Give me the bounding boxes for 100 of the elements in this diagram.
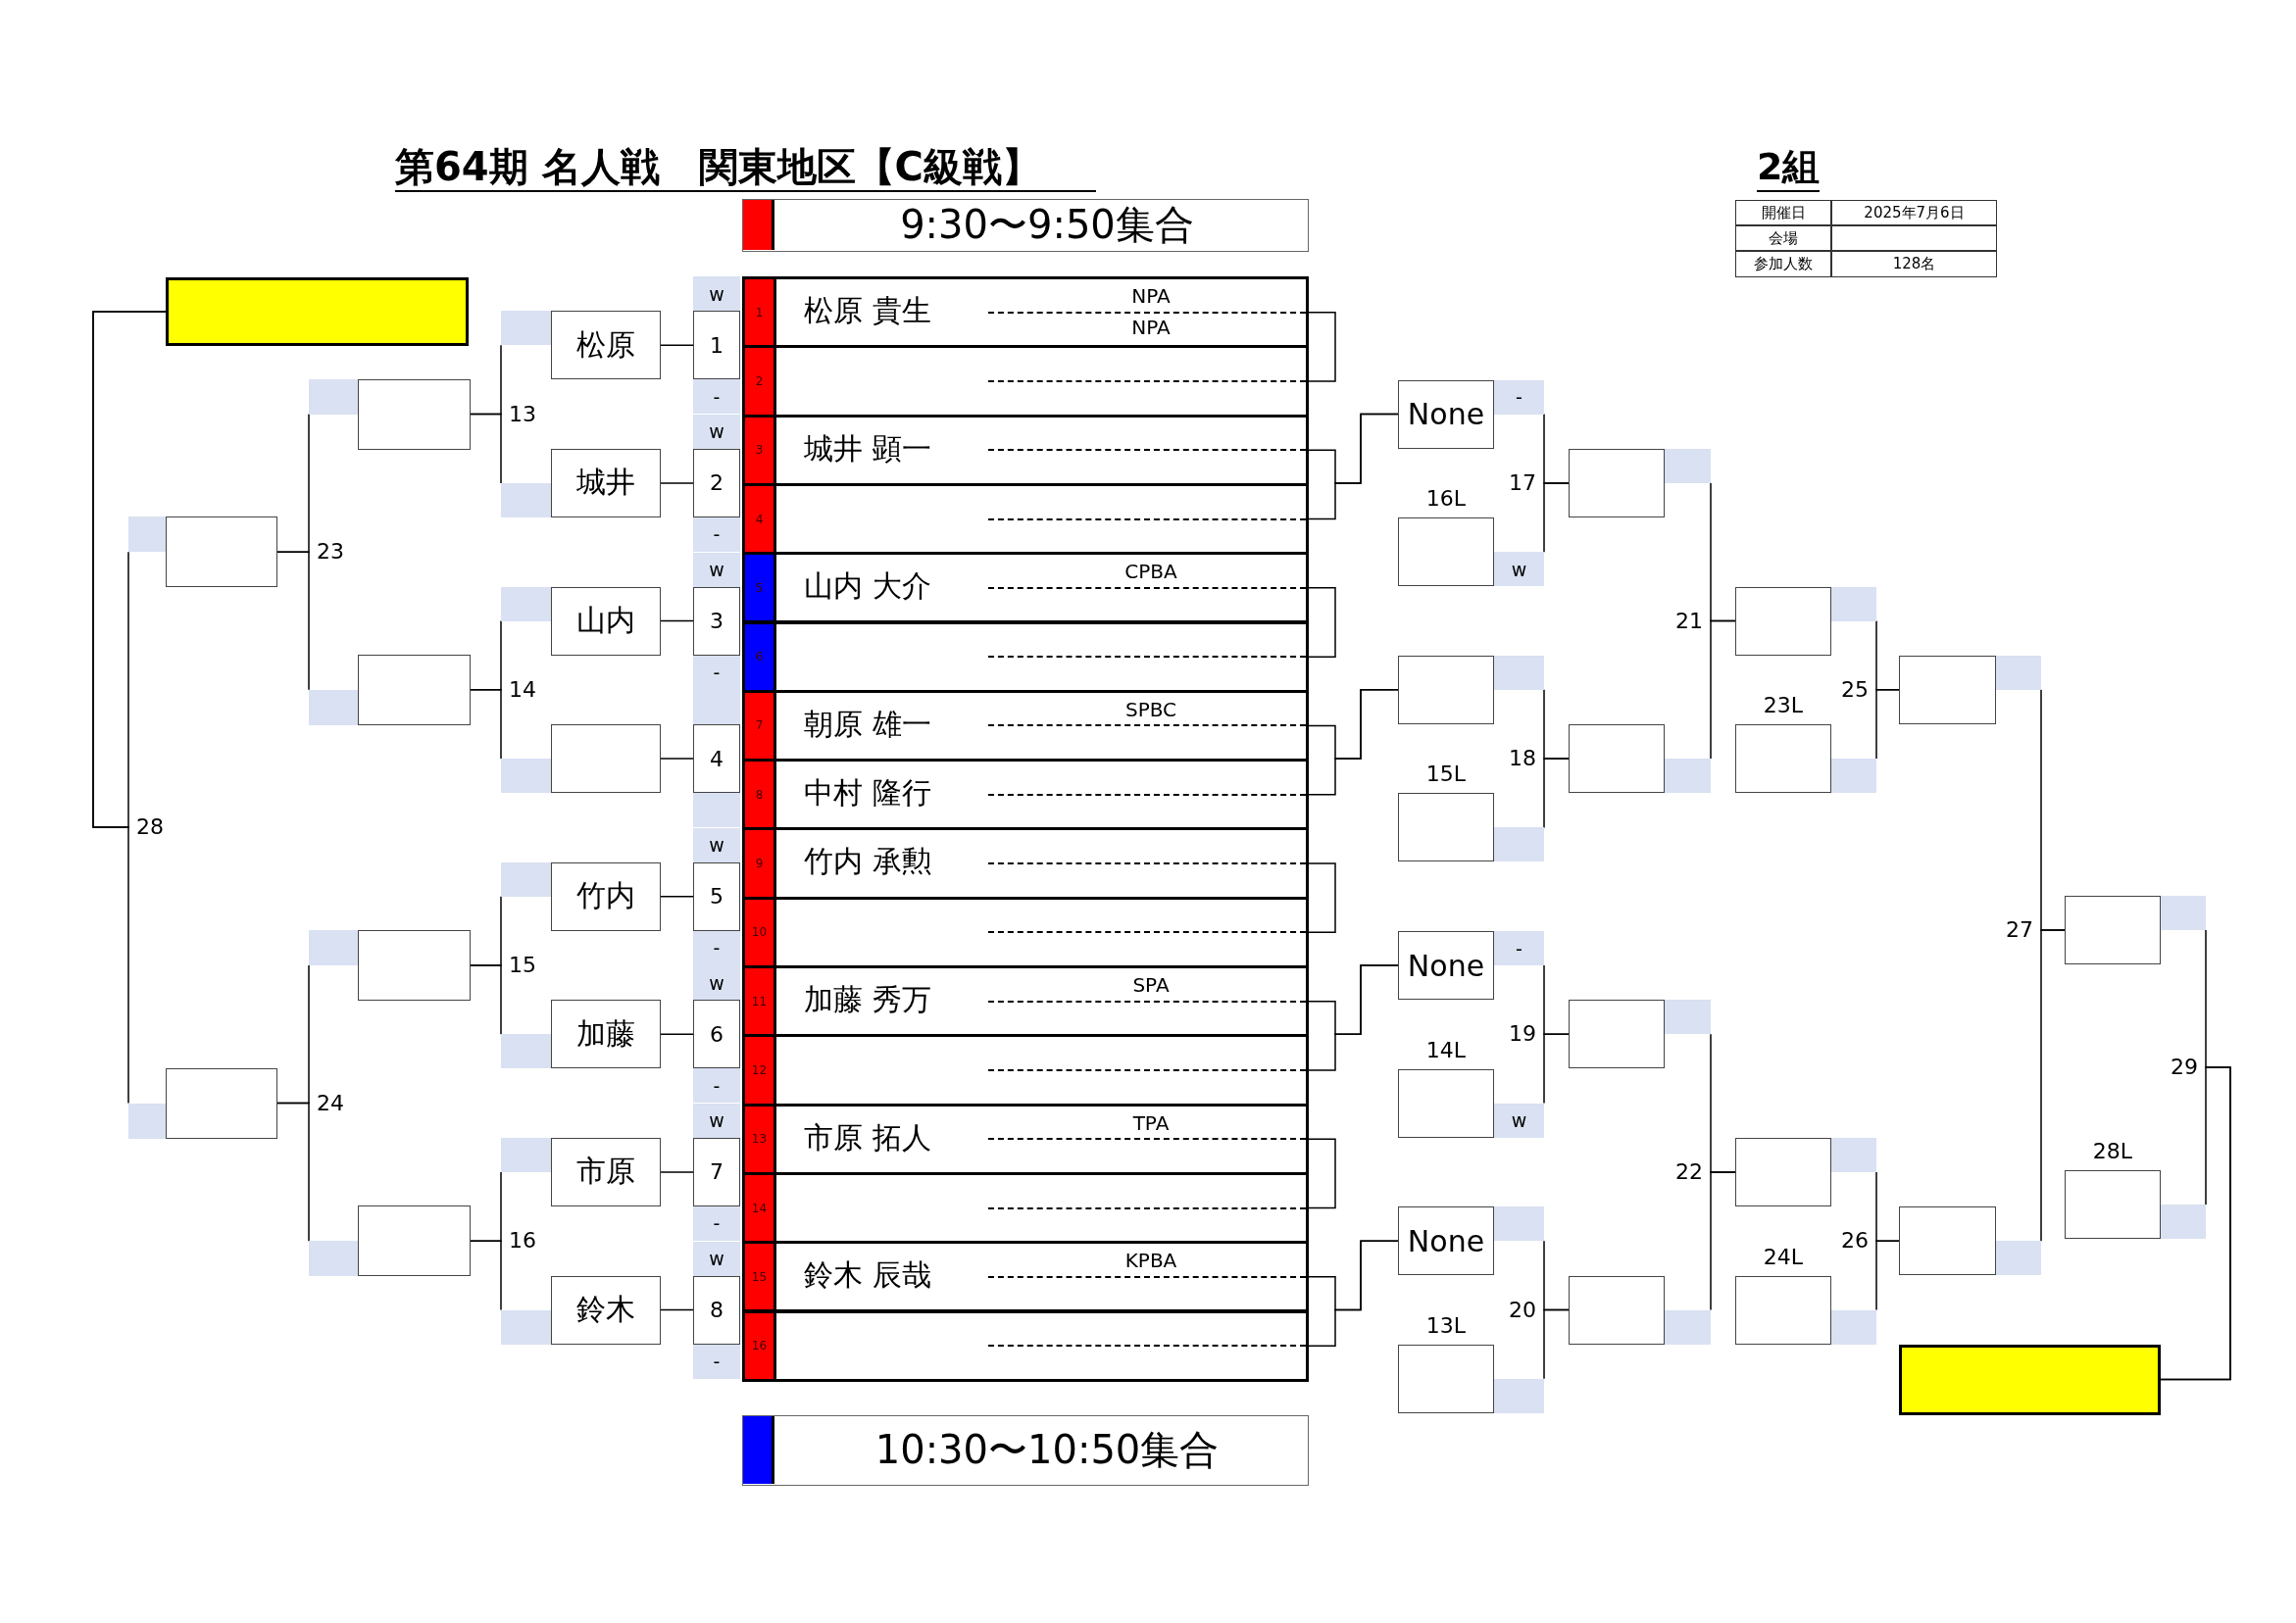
bracket-line <box>1308 311 1336 382</box>
score-tab: - <box>693 1068 740 1104</box>
bracket-slot <box>2065 1170 2206 1239</box>
bracket-line <box>1308 862 1336 934</box>
legend-text: 10:30〜10:50集合 <box>874 1426 1220 1474</box>
bracket-slot <box>2065 896 2206 964</box>
bracket-line <box>1543 1033 1570 1105</box>
score-tab: - <box>693 516 740 552</box>
slot-label: 23L <box>1762 692 1805 720</box>
score-tab: w <box>693 414 740 449</box>
bracket-slot <box>1735 724 1876 794</box>
bracket-line <box>660 619 694 622</box>
highlight-box <box>1899 1344 2161 1415</box>
match-number-box: 2 <box>693 448 740 517</box>
bracket-line <box>660 758 694 760</box>
legend-text: 9:30〜9:50集合 <box>900 201 1194 249</box>
slot-label: 16L <box>1424 485 1468 514</box>
bracket-line <box>2160 1066 2231 1381</box>
slot-label: 28L <box>2091 1138 2134 1165</box>
bracket-line <box>660 344 694 347</box>
match-number-box: 8 <box>693 1275 740 1345</box>
match-number: 18 <box>1509 745 1536 773</box>
bracket-slot <box>309 1205 471 1277</box>
bracket-slot <box>309 930 471 1001</box>
entry-row <box>742 827 1309 900</box>
bracket-line <box>1875 1240 1900 1311</box>
bracket-line <box>1308 964 1399 1071</box>
entry-row <box>742 1034 1309 1107</box>
table-cell: 開催日 <box>1735 200 1831 225</box>
bracket-line <box>1308 413 1399 520</box>
player-name: 竹内 承勲 <box>804 843 931 881</box>
player-name: 城井 顕一 <box>804 429 931 467</box>
score-tab: w <box>693 1103 740 1138</box>
bracket-line <box>1875 689 1900 760</box>
slot-label: 24L <box>1762 1243 1805 1271</box>
bracket-slot <box>128 516 277 588</box>
match-number: 25 <box>1841 675 1869 704</box>
match-number: 13 <box>509 400 536 428</box>
page-title: 第64期 名人戦 関東地区【C級戦】 <box>395 143 1096 192</box>
bracket-slot <box>1398 1344 1544 1413</box>
bracket-line <box>1308 1138 1336 1209</box>
group-color-cell: 3 <box>745 417 776 483</box>
score-tab: w <box>693 965 740 1001</box>
bracket-line <box>470 1240 502 1311</box>
group-heading: 2組 <box>1757 143 1821 192</box>
bracket-slot <box>1735 1137 1876 1206</box>
score-tab: - <box>693 1344 740 1379</box>
bracket-line <box>470 964 502 1036</box>
bracket-line <box>470 689 502 760</box>
group-color-cell: 11 <box>745 968 776 1035</box>
score-tab: - <box>693 379 740 415</box>
bracket-line <box>660 482 694 484</box>
match-number-box: 4 <box>693 724 740 794</box>
table-cell: 2025年7月6日 <box>1831 200 1997 225</box>
group-color-cell: 10 <box>745 899 776 965</box>
bracket-line <box>92 311 167 1105</box>
bracket-slot <box>1735 586 1876 656</box>
bracket-line <box>1543 1308 1570 1380</box>
player-name: 松原 貴生 <box>804 292 931 329</box>
match-number: 19 <box>1509 1020 1536 1049</box>
bracket-line <box>1710 1171 1736 1311</box>
slot-label: 13L <box>1424 1311 1468 1340</box>
player-name: 鈴木 辰哉 <box>804 1256 931 1295</box>
bracket-line <box>276 551 310 691</box>
score-tab: w <box>693 827 740 862</box>
bracket-line <box>1308 587 1336 658</box>
bracket-slot <box>1735 1275 1876 1345</box>
score-tab: - <box>693 655 740 690</box>
slot-label: 15L <box>1424 761 1468 789</box>
score-tab: w <box>693 552 740 587</box>
match-number: 22 <box>1675 1157 1703 1186</box>
bracket-line <box>660 1308 694 1311</box>
score-tab: - <box>693 1205 740 1241</box>
player-name: 山内 大介 <box>804 567 931 606</box>
match-number: 29 <box>2171 1054 2198 1081</box>
score-tab: - <box>693 930 740 965</box>
table-cell: 128名 <box>1831 251 1997 277</box>
group-color-cell: 15 <box>745 1244 776 1310</box>
player-name: 加藤 秀万 <box>804 981 931 1018</box>
player-name: 市原 拓人 <box>804 1118 931 1156</box>
highlight-box <box>166 277 469 346</box>
match-number: 20 <box>1509 1296 1536 1324</box>
bracket-slot <box>1398 793 1544 862</box>
bracket-line <box>1308 1240 1399 1347</box>
bracket-slot <box>1569 1000 1711 1069</box>
group-color-cell: 8 <box>745 762 776 828</box>
bracket-slot <box>1569 1275 1711 1345</box>
group-color-cell: 9 <box>745 830 776 897</box>
entry-row <box>742 345 1309 418</box>
bracket-slot <box>1899 1206 2041 1276</box>
bracket-slot <box>1569 448 1711 517</box>
group-color-cell: 12 <box>745 1037 776 1104</box>
player-name: 朝原 雄一 <box>804 705 931 743</box>
bracket-line <box>660 1033 694 1036</box>
entry-row <box>742 620 1309 693</box>
bracket-slot <box>309 654 471 725</box>
entry-row <box>742 552 1309 624</box>
match-number: 24 <box>317 1089 344 1117</box>
match-number: 17 <box>1509 468 1536 497</box>
match-number-box: 6 <box>693 1000 740 1069</box>
